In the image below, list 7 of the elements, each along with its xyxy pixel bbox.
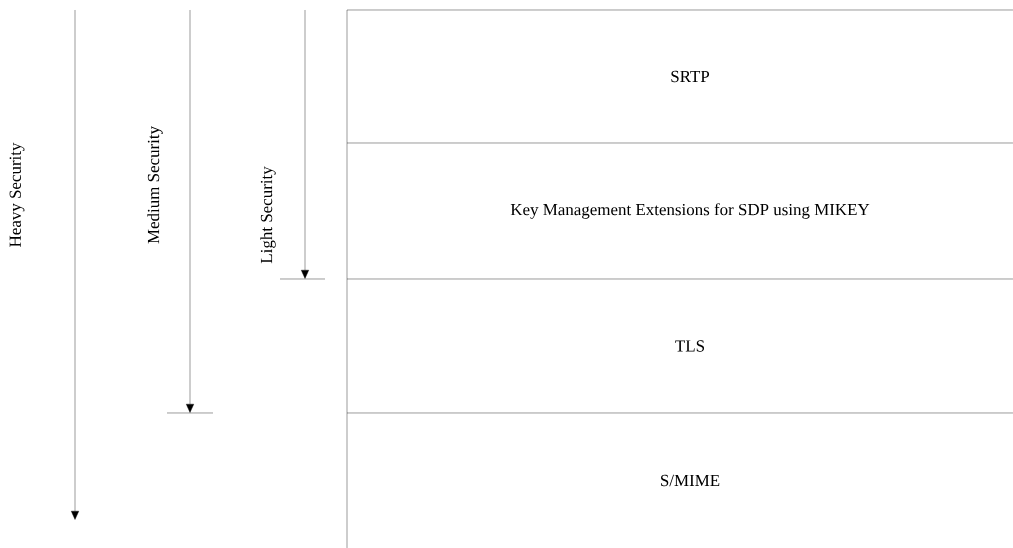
arrow-label: Medium Security <box>147 126 163 244</box>
arrow-label: Light Security <box>260 166 276 264</box>
arrow-label: Heavy Security <box>9 142 25 247</box>
layer-box: Key Management Extensions for SDP using MIKEY <box>346 142 1013 280</box>
layer-box: SRTP <box>346 9 1013 144</box>
layer-box: S/MIME <box>346 412 1013 548</box>
layer-box: TLS <box>346 278 1013 414</box>
